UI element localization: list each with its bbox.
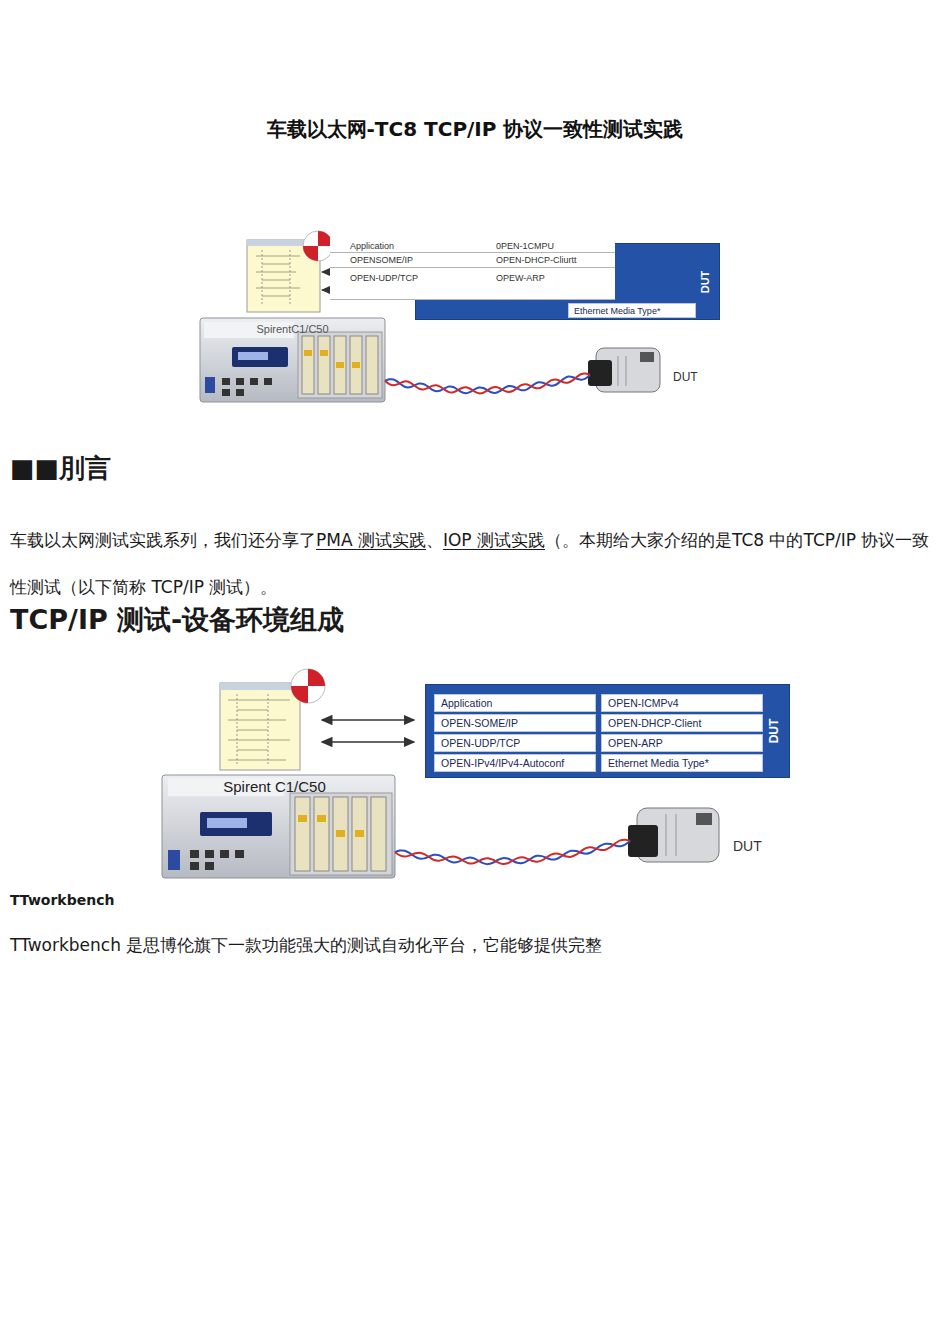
ethernet-cable	[385, 373, 590, 393]
section-heading: ■■刖言	[10, 453, 111, 483]
device-label: Spirent C1/C50	[223, 778, 326, 795]
protocol-name: 0PEN-1CMPU	[496, 241, 615, 251]
protocol-cell: Ethernet Media Type*	[601, 754, 763, 772]
ethernet-cable	[395, 840, 630, 864]
protocol-cell: OPEN-DHCP-Cliurtt	[478, 253, 615, 268]
protocol-cell: OPEN-UDP/TCP	[330, 268, 478, 300]
protocol-cell: OPEW-ARP	[478, 268, 615, 300]
protocol-cell: 0PEN-1CMPU	[478, 232, 615, 253]
protocol-name: OPENSOME/IP	[350, 255, 478, 265]
double-arrows	[322, 720, 414, 742]
protocol-cell: OPEN-IPv4/IPv4-Autoconf	[434, 754, 596, 772]
protocol-name: Ethernet Media Type*	[608, 757, 762, 769]
body-paragraph-block: 车载以太网测试实践系列，我们还分享了PMA 测试实践、IOP 测试实践（。本期给…	[10, 517, 945, 611]
protocol-cell: OPEN-DHCP-Client	[601, 714, 763, 732]
ecu-unit	[588, 348, 660, 392]
figure-caption-block: TTworkbench	[10, 891, 410, 909]
tester-device	[162, 775, 395, 878]
panel-label: DUT	[768, 719, 782, 744]
tester-box: SpirentC1/C50	[200, 318, 385, 402]
protocol-cell: OPEN-ICMPv4	[601, 694, 763, 712]
protocol-name: OPEN-SOME/IP	[441, 717, 595, 729]
body-paragraph: 、	[426, 530, 443, 550]
figure-caption: TTworkbench	[10, 892, 114, 908]
protocol-name: OPEN-DHCP-Cliurtt	[496, 255, 615, 265]
protocol-name: OPEN-UDP/TCP	[441, 737, 595, 749]
protocol-name: OPEN-ICMPv4	[608, 697, 762, 709]
body-paragraph: TTworkbench 是思博伦旗下一款功能强大的测试自动化平台，它能够提供完整	[10, 935, 602, 955]
device-label: DUT	[733, 838, 762, 854]
ecu-unit	[628, 808, 719, 862]
device-label: DUT	[673, 370, 698, 384]
link-text: IOP 测试实践	[443, 530, 545, 550]
protocol-cell: OPEN-SOME/IP	[434, 714, 596, 732]
tester-box: Spirent C1/C50	[162, 775, 395, 878]
protocol-name: Ethernet Media Type*	[574, 306, 695, 316]
panel-label: DUT	[700, 270, 712, 293]
protocol-cell: Application	[330, 232, 478, 253]
protocol-cell: OPENSOME/IP	[330, 253, 478, 268]
body-paragraph: 车载以太网测试实践系列，我们还分享了	[10, 530, 316, 550]
protocol-name: OPEN-UDP/TCP	[350, 273, 478, 283]
tester-device	[200, 318, 385, 402]
device-label: SpirentC1/C50	[256, 323, 328, 335]
protocol-cell: OPEN-ARP	[601, 734, 763, 752]
software-window	[220, 683, 300, 770]
dut-panel: DUT Application OPEN-ICMPv4OPEN-SOME/IP OPE…	[425, 684, 790, 778]
section-heading: TCP/IP 测试-设备环境组成	[10, 604, 344, 635]
software-window	[247, 240, 320, 312]
body-paragraph-block: TTworkbench 是思博伦旗下一款功能强大的测试自动化平台，它能够提供完整	[10, 932, 940, 958]
cable-wire	[395, 840, 630, 864]
section-heading-block: ■■刖言	[10, 450, 610, 486]
logo-target	[291, 669, 325, 703]
protocol-name: OPEN-IPv4/IPv4-Autoconf	[441, 757, 595, 769]
protocol-name: Application	[441, 697, 595, 709]
page-title: 车载以太网-TC8 TCP/IP 协议一致性测试实践	[0, 115, 950, 143]
logo-target	[303, 231, 333, 261]
protocol-name: Application	[350, 241, 478, 251]
protocol-cell: OPEN-UDP/TCP	[434, 734, 596, 752]
protocol-cell: Ethernet Media Type*	[568, 303, 696, 318]
protocol-name: OPEW-ARP	[496, 273, 615, 283]
small-arrows	[322, 272, 329, 290]
dut-device: DUT	[590, 345, 665, 395]
link-text: PMA 测试实践	[316, 530, 426, 550]
cable-wire	[385, 373, 590, 393]
protocol-cell: Application	[434, 694, 596, 712]
protocol-name: OPEN-DHCP-Client	[608, 717, 762, 729]
section-heading-block: TCP/IP 测试-设备环境组成	[10, 601, 710, 639]
protocol-name: OPEN-ARP	[608, 737, 762, 749]
dut-device: DUT	[630, 805, 725, 865]
